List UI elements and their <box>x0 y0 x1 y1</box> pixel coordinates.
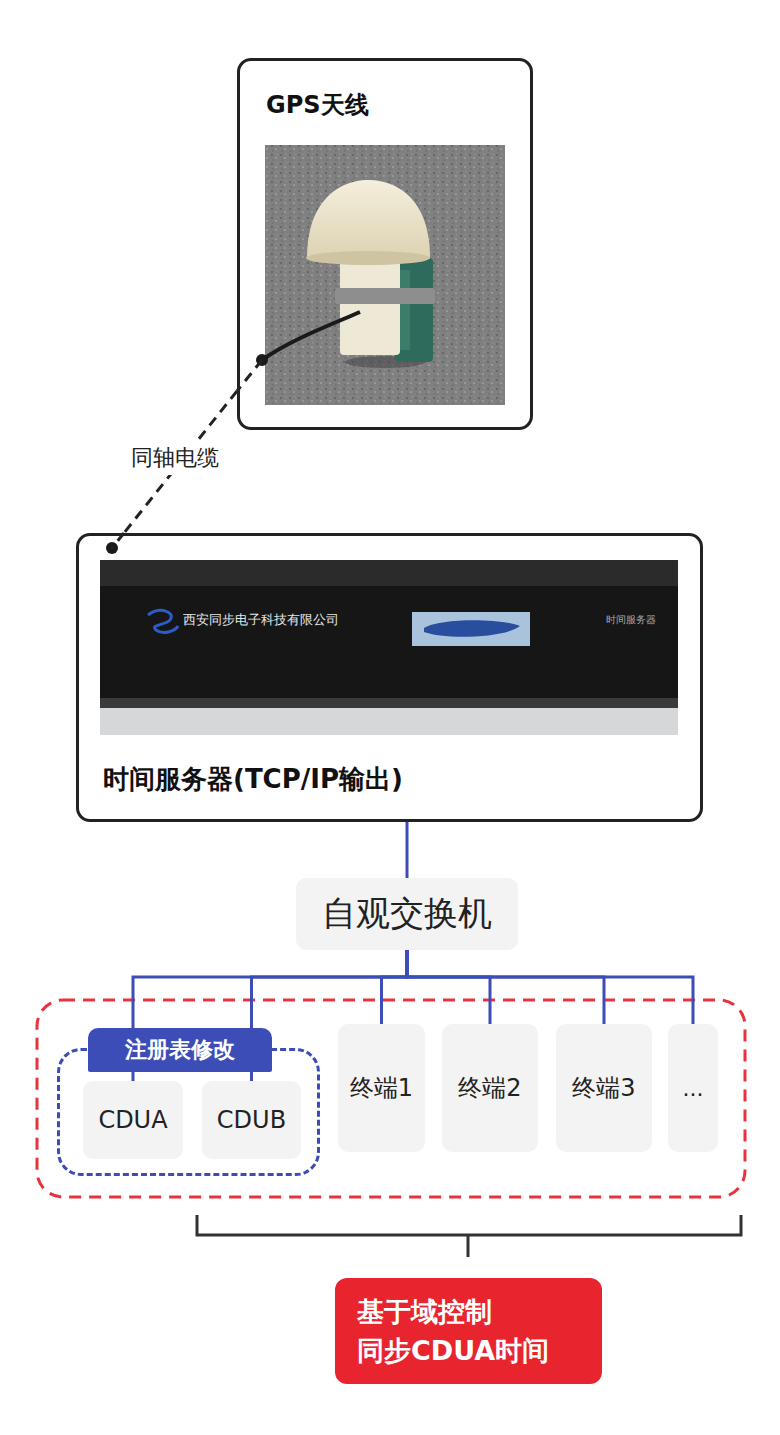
node-text: 终端1 <box>350 1072 413 1104</box>
domain-region <box>37 1000 745 1197</box>
node-text: GPS天线 <box>266 89 369 121</box>
network-link <box>407 950 604 1024</box>
device-text: 时间服务器 <box>606 613 656 627</box>
device-box: CDUB <box>202 1081 301 1159</box>
device-box: CDUA <box>83 1081 183 1159</box>
node-text: 注册表修改 <box>88 1028 272 1072</box>
bracket <box>197 1215 741 1257</box>
node-text: 终端3 <box>572 1072 635 1104</box>
brand-text: 西安同步电子科技有限公司 <box>183 611 339 629</box>
network-link <box>406 822 409 878</box>
node-text: 自观交换机 <box>322 891 492 937</box>
server-photo <box>100 533 678 735</box>
node-text: CDUA <box>98 1106 167 1134</box>
node-text: 时间服务器(TCP/IP输出) <box>103 762 403 797</box>
coax-cable <box>124 391 237 533</box>
gps-photo <box>237 145 505 405</box>
node-text: ... <box>683 1076 704 1101</box>
network-link <box>382 950 408 1024</box>
node-text: CDUB <box>217 1106 286 1134</box>
antenna-box: GPS天线 <box>237 58 533 430</box>
edge-label: 同轴电缆 <box>127 441 223 475</box>
group-box: 注册表修改CDUACDUB <box>57 1048 320 1176</box>
switch-box: 自观交换机 <box>296 878 518 950</box>
node-text: 终端2 <box>458 1072 521 1104</box>
terminal-box: ... <box>668 1024 718 1152</box>
terminal-box: 终端2 <box>442 1024 538 1152</box>
server-box: 时间服务器(TCP/IP输出) <box>76 533 703 822</box>
note-box: 基于域控制 同步CDUA时间 <box>335 1278 602 1384</box>
terminal-box: 终端3 <box>556 1024 652 1152</box>
network-link <box>407 950 693 1024</box>
node-text: 基于域控制 同步CDUA时间 <box>335 1292 602 1370</box>
terminal-box: 终端1 <box>338 1024 425 1152</box>
network-link <box>407 950 490 1024</box>
